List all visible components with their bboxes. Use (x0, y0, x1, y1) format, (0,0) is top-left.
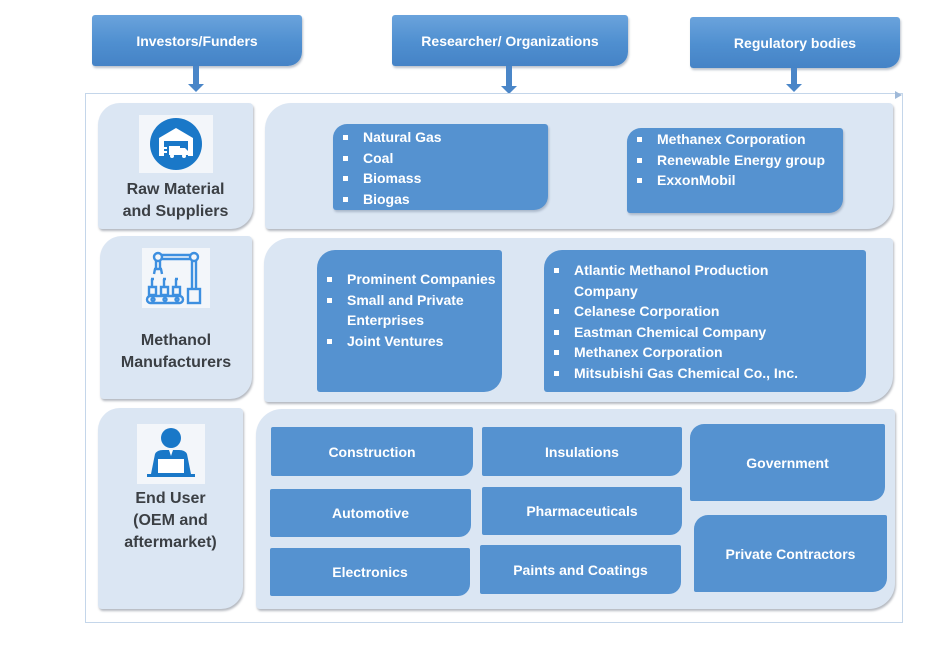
stakeholder-label: Investors/Funders (136, 32, 258, 49)
list-item: Prominent Companies (317, 269, 502, 290)
industry-tile: Paints and Coatings (480, 545, 681, 594)
list-item: Coal (333, 148, 548, 169)
buyer-tile-government: Government (690, 424, 885, 501)
frame-arrow-tip (895, 91, 902, 99)
stakeholder-investors: Investors/Funders (92, 15, 302, 66)
tile-label: Construction (328, 443, 416, 460)
category-label: aftermarket) (124, 534, 217, 551)
list-item: Renewable Energy group (627, 150, 843, 171)
tile-label: Government (746, 454, 829, 471)
industry-tile: Construction (271, 427, 473, 476)
category-label: and Suppliers (122, 203, 229, 220)
list-item: Eastman Chemical Company (544, 322, 866, 343)
list-item: ExxonMobil (627, 170, 843, 191)
category-raw-material: Raw Material and Suppliers (98, 103, 253, 229)
list-item: Atlantic Methanol Production Company (544, 260, 866, 301)
list-item: Small and Private Enterprises (317, 290, 502, 331)
tile-label: Automotive (332, 505, 409, 521)
manufacturer-companies-box: Atlantic Methanol Production Company Cel… (544, 250, 866, 392)
category-label: Manufacturers (120, 354, 232, 371)
list-item: Mitsubishi Gas Chemical Co., Inc. (544, 363, 866, 384)
list-item: Methanex Corporation (627, 129, 843, 150)
arrow-down-icon (188, 66, 204, 92)
tile-label: Pharmaceuticals (526, 503, 638, 519)
raw-suppliers-box: Methanex Corporation Renewable Energy gr… (627, 128, 843, 213)
value-chain-frame (85, 93, 903, 623)
stakeholder-label: Researcher/ Organizations (421, 32, 599, 49)
category-manufacturers: Methanol Manufacturers (100, 236, 252, 399)
warehouse-truck-icon (138, 115, 213, 173)
arrow-down-icon (786, 68, 802, 92)
tile-label: Insulations (545, 443, 619, 460)
industry-tile: Insulations (482, 427, 682, 476)
robotic-arm-bottling-icon (142, 248, 210, 308)
industry-tile: Electronics (270, 548, 470, 596)
list-item: Biomass (333, 168, 548, 189)
industry-tile: Automotive (270, 489, 471, 537)
industry-tile: Pharmaceuticals (482, 487, 682, 535)
list-item: Biogas (333, 189, 548, 210)
category-label: Raw Material (126, 181, 225, 198)
stakeholder-label: Regulatory bodies (733, 34, 857, 51)
list-item: Natural Gas (333, 127, 548, 148)
list-item: Methanex Corporation (544, 342, 866, 363)
stakeholder-regulatory: Regulatory bodies (690, 17, 900, 68)
tile-label: Paints and Coatings (513, 561, 648, 578)
tile-label: Private Contractors (725, 545, 856, 562)
list-item: Celanese Corporation (544, 301, 866, 322)
stakeholder-researchers: Researcher/ Organizations (392, 15, 628, 66)
arrow-down-icon (501, 66, 517, 94)
list-item: Joint Ventures (317, 331, 502, 352)
category-end-user: End User (OEM and aftermarket) (98, 408, 243, 609)
category-label: (OEM and (133, 512, 208, 529)
tile-label: Electronics (332, 564, 408, 580)
person-laptop-icon (136, 424, 205, 484)
buyer-tile-private-contractors: Private Contractors (694, 515, 887, 592)
category-label: End User (135, 490, 206, 507)
raw-sources-box: Natural Gas Coal Biomass Biogas (333, 124, 548, 210)
category-label: Methanol (140, 332, 212, 349)
manufacturer-types-box: Prominent Companies Small and Private En… (317, 250, 502, 392)
